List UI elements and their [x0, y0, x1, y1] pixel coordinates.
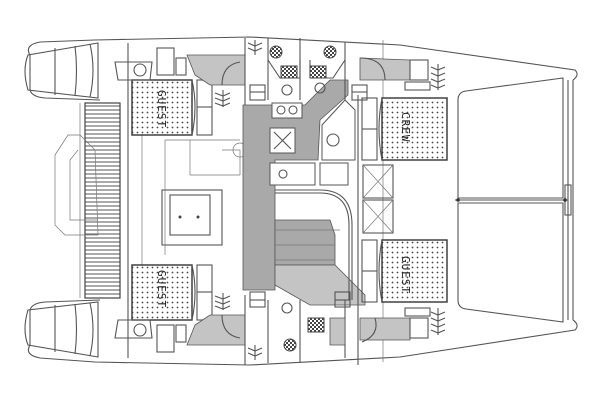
locker-hanger-icon [430, 308, 446, 335]
sink-icon [281, 82, 326, 96]
toilet-icon [283, 338, 297, 352]
locker-hanger-icon [214, 293, 231, 310]
cabin-label: GUEST [399, 256, 412, 294]
locker-hanger-icon [247, 345, 263, 360]
cabin-label: GUEST [155, 90, 168, 128]
aft-steps-top [24, 42, 99, 99]
locker-hanger-icon [214, 90, 231, 107]
locker-hanger-icon [247, 40, 263, 55]
dinghy-outline [54, 134, 99, 236]
cabin-port-aft[interactable]: GUEST [114, 47, 246, 136]
storage-lockers[interactable] [362, 164, 394, 234]
forward-trampoline[interactable] [455, 77, 572, 323]
locker-hanger-icon [430, 64, 446, 90]
cabin-label: CREW [399, 112, 412, 143]
cabin-stbd-aft[interactable]: GUEST [359, 239, 448, 343]
cabin-label: GUEST [155, 270, 168, 308]
heads-top[interactable] [244, 38, 368, 105]
heads-bottom[interactable] [244, 291, 351, 365]
sink-icon [281, 302, 293, 314]
saloon-galley[interactable] [242, 79, 366, 306]
toilet-icon [269, 45, 337, 59]
cabin-stbd-fwd[interactable]: CREW [357, 57, 448, 365]
aft-deck-slats[interactable] [79, 102, 121, 299]
cabin-port-fwd[interactable]: GUEST [114, 264, 246, 353]
aft-steps-bottom [24, 301, 99, 358]
